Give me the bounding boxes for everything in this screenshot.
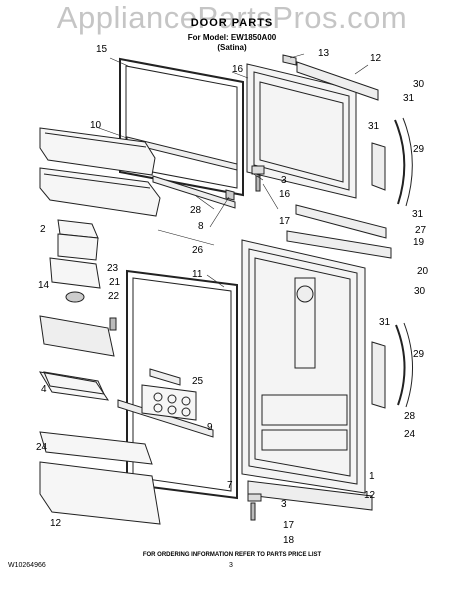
freezer-shelf-lower	[39, 167, 161, 217]
freezer-shelf-upper	[39, 127, 156, 176]
upper-handle	[394, 117, 413, 207]
callout: 11	[192, 269, 203, 280]
callout: 2	[40, 224, 46, 235]
egg-tray	[141, 384, 197, 421]
dairy-bin-upper	[57, 219, 99, 261]
lower-handle-bracket	[371, 341, 386, 409]
leader-lines	[95, 53, 369, 288]
callout: 4	[41, 384, 47, 395]
callout: 30	[414, 286, 426, 297]
lower-handle	[395, 322, 413, 408]
freezer-door-gasket	[119, 57, 244, 197]
callout: 31	[368, 121, 380, 132]
small-clip	[225, 189, 235, 201]
callout: 30	[413, 79, 425, 90]
callout: 22	[108, 291, 120, 302]
model-line: For Model: EW1850A00	[187, 33, 277, 42]
callout: 28	[190, 205, 202, 216]
model-variant: (Satina)	[217, 43, 247, 52]
callout: 21	[109, 277, 121, 288]
butter-dispenser	[39, 291, 117, 357]
freezer-door-outer	[246, 63, 357, 199]
page-number: 3	[229, 562, 233, 569]
callout: 31	[412, 209, 424, 220]
dairy-bin-lower	[49, 257, 101, 289]
callout: 9	[207, 422, 213, 433]
can-holder	[43, 371, 105, 395]
door-bin-large	[39, 431, 161, 525]
bottom-trim-door	[247, 480, 373, 511]
callout: 20	[417, 266, 429, 277]
page-title: DOOR PARTS	[190, 17, 274, 29]
ordering-notice: FOR ORDERING INFORMATION REFER TO PARTS …	[142, 552, 322, 558]
door-label-tag	[282, 54, 297, 66]
callout: 15	[96, 44, 108, 55]
bottom-trim-upper	[295, 204, 387, 239]
upper-handle-bracket	[371, 142, 386, 191]
callout: 8	[198, 221, 204, 232]
watermark: AppliancePartsPros.com	[56, 0, 408, 35]
callout: 23	[107, 263, 119, 274]
fresh-food-door-liner	[261, 277, 348, 451]
lower-hinge	[247, 493, 262, 521]
callout: 16	[232, 64, 244, 75]
callout: 17	[283, 520, 295, 531]
callout: 3	[281, 499, 287, 510]
callout: 10	[90, 120, 102, 131]
callout: 12	[370, 53, 382, 64]
top-trim-upper	[296, 61, 379, 101]
egg-tray-clip	[149, 368, 181, 386]
upper-hinge	[251, 165, 265, 192]
document-number: W10264966	[8, 562, 46, 569]
callout: 19	[413, 237, 425, 248]
callout: 1	[369, 471, 375, 482]
callout: 31	[403, 93, 415, 104]
callout: 12	[50, 518, 62, 529]
callout: 16	[279, 189, 291, 200]
callout: 26	[192, 245, 204, 256]
callout: 31	[379, 317, 391, 328]
callout: 28	[404, 411, 416, 422]
callout: 14	[38, 280, 50, 291]
callout: 3	[281, 175, 287, 186]
fresh-food-door-gasket	[126, 269, 238, 500]
callout: 24	[404, 429, 416, 440]
callout: 29	[413, 144, 425, 155]
callout-labels: 15 16 13 12 30 31 31 29 10 3 16 28 8 17 …	[36, 44, 429, 546]
callout: 24	[36, 442, 48, 453]
callout: 17	[279, 216, 291, 227]
freezer-trim-strip	[152, 175, 236, 209]
callout: 12	[364, 490, 376, 501]
callout: 29	[413, 349, 425, 360]
bottom-trim-lower	[286, 230, 392, 259]
callout: 7	[227, 480, 233, 491]
callout: 27	[415, 225, 427, 236]
callout: 25	[192, 376, 204, 387]
callout: 13	[318, 48, 330, 59]
callout: 18	[283, 535, 295, 546]
gallon-rack	[39, 371, 110, 401]
